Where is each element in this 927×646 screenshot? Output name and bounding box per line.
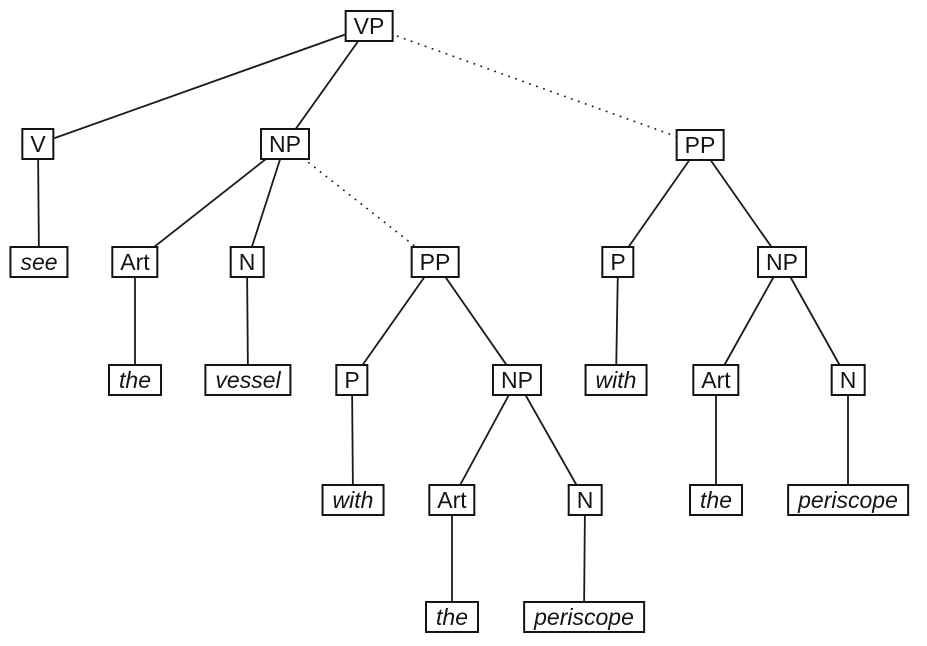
tree-node-p_right: P [601,246,635,278]
tree-node-vessel: vessel [204,364,292,396]
tree-edge-np_right-n_right [781,261,849,381]
tree-node-with_right: with [584,364,648,396]
tree-node-the_left: the [108,364,162,396]
tree-edge-np_right-art_right [715,261,783,381]
tree-edge-np-pp_mid [284,143,436,263]
tree-node-art_left: Art [111,246,159,278]
tree-edge-v-see [37,143,40,263]
tree-node-vp: VP [344,10,394,42]
tree-node-np_mid: NP [492,364,542,396]
tree-node-art_mid: Art [428,484,476,516]
tree-node-art_right: Art [692,364,740,396]
tree-edge-np_mid-art_mid [451,379,518,501]
tree-node-v: V [21,128,55,160]
tree-edge-pp_right-np_right [699,144,783,263]
tree-edge-pp_right-p_right [617,144,701,263]
tree-edge-np_mid-n_mid [516,379,586,501]
tree-node-np_right: NP [757,246,807,278]
tree-node-n_mid: N [567,484,603,516]
tree-edge-np-art_left [134,143,286,263]
tree-edge-p_mid-with_mid [351,379,354,501]
tree-node-p_mid: P [335,364,369,396]
tree-edge-vp-v [37,25,370,145]
tree-edge-pp_mid-np_mid [434,261,518,381]
tree-node-n_left: N [229,246,265,278]
tree-node-the_right: the [689,484,743,516]
tree-edge-p_right-with_right [615,261,619,381]
tree-node-see: see [9,246,69,278]
tree-node-periscope_mid: periscope [523,601,645,633]
tree-node-pp_mid: PP [410,246,460,278]
tree-node-n_right: N [830,364,866,396]
tree-node-with_mid: with [321,484,385,516]
tree-node-periscope_right: periscope [787,484,909,516]
tree-edge-pp_mid-p_mid [351,261,436,381]
tree-edge-n_left-vessel [246,261,249,381]
tree-edge-n_mid-periscope_mid [583,499,586,618]
tree-node-pp_right: PP [675,129,725,161]
tree-node-the_mid: the [425,601,479,633]
tree-edge-vp-np [284,25,370,145]
tree-edge-vp-pp_right [368,25,701,146]
tree-edge-np-n_left [246,143,286,263]
tree-node-np: NP [260,128,310,160]
